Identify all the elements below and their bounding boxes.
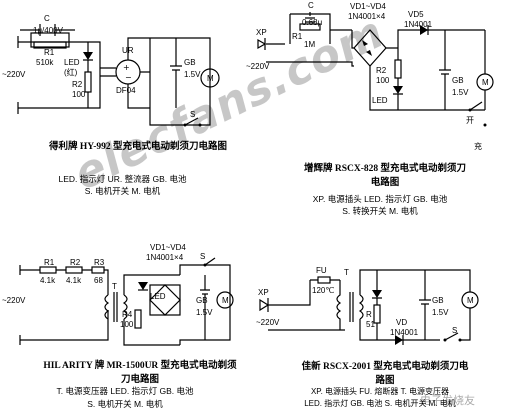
c3-vd-label: VD1~VD4 <box>150 243 186 252</box>
c2-vd5-label: VD5 <box>408 10 424 19</box>
c3-switch-label: S <box>200 252 206 261</box>
c2-r2-label: R2 <box>376 66 387 75</box>
c1-mains-label: ~220V <box>2 70 26 79</box>
c1-legend-2: S. 电机开关 M. 电机 <box>84 186 161 196</box>
circuit1-wiring: + − <box>17 24 220 127</box>
c1-r2-value: 100 <box>72 90 86 99</box>
c4-vd-label: VD <box>396 318 408 327</box>
c1-gb-label: GB <box>184 58 196 67</box>
c2-gb-label: GB <box>452 76 464 85</box>
c3-legend-1: T. 电源变压器 LED. 指示灯 GB. 电池 <box>56 386 194 396</box>
c2-cap-value: 0.68μ <box>302 18 323 27</box>
c2-legend-1: XP. 电源插头 LED. 指示灯 GB. 电池 <box>312 194 448 204</box>
c4-motor-label: M <box>467 296 474 305</box>
c1-ur-label: UR <box>122 46 134 55</box>
c1-red-label: (红) <box>64 68 78 77</box>
c3-title: HIL ARITY 牌 MR-1500UR 型充电式电动剃须刀电路图 <box>43 361 237 385</box>
c4-fu-value: 120℃ <box>312 286 335 295</box>
c1-r1-label: R1 <box>44 48 55 57</box>
c2-vd-label: VD1~VD4 <box>350 2 386 11</box>
c3-r4-value: 100 <box>120 320 134 329</box>
c1-title: 得利牌 HY-992 型充电式电动剃须刀电路图 <box>48 142 228 152</box>
c4-fu-label: FU <box>316 266 327 275</box>
c4-switch-label: S <box>452 326 458 335</box>
c2-vd5-value: 1N4001 <box>404 20 433 29</box>
c3-legend-2: S. 电机开关 M. 电机 <box>87 399 163 409</box>
c1-switch-label: S <box>190 110 196 119</box>
c3-vd-value: 1N4001×4 <box>146 253 184 262</box>
c4-r-value: 51 <box>366 320 375 329</box>
c2-title: 增辉牌 RSCX-828 型充电式电动剃须刀电路图 <box>303 164 467 188</box>
c3-r3-value: 68 <box>94 276 103 285</box>
c1-gb-value: 1.5V <box>184 70 201 79</box>
c1-cap-label: C <box>44 14 50 23</box>
c4-title: 佳新 RSCX-2001 型充电式电动剃须刀电路图 <box>301 362 469 386</box>
c2-chong-label: 充 <box>474 142 482 151</box>
c1-led-label: LED <box>64 58 80 67</box>
c1-motor-label: M <box>207 74 214 83</box>
circuit3-wiring <box>19 257 234 346</box>
c2-gb-value: 1.5V <box>452 88 469 97</box>
c2-r2-value: 100 <box>376 76 390 85</box>
c3-mains-label: ~220V <box>2 296 26 305</box>
c1-bridge-label: DF04 <box>116 86 136 95</box>
c4-xp-label: XP <box>258 288 269 297</box>
circuit4-wiring <box>259 269 479 345</box>
c3-r3-label: R3 <box>94 258 105 267</box>
c2-mains-label: ~220V <box>246 62 270 71</box>
c3-t-label: T <box>112 282 117 291</box>
c2-r1-label: R1 <box>292 32 303 41</box>
c2-r1-value: 1M <box>304 40 316 49</box>
c3-motor-label: M <box>222 296 229 305</box>
c3-r2-label: R2 <box>70 258 81 267</box>
c2-cap-label: C <box>308 1 314 10</box>
c4-gb-label: GB <box>432 296 444 305</box>
circuit2-wiring <box>257 12 494 127</box>
c2-xp-label: XP <box>256 28 267 37</box>
c3-led-label: LED <box>150 292 166 301</box>
c4-r-label: R <box>366 310 372 319</box>
c2-vd-value: 1N4001×4 <box>348 12 386 21</box>
c4-t-label: T <box>344 268 349 277</box>
c1-r2-label: R2 <box>72 80 83 89</box>
c2-legend-2: S. 转换开关 M. 电机 <box>342 206 418 216</box>
c4-mains-label: ~220V <box>256 318 280 327</box>
svg-text:−: − <box>125 73 132 82</box>
svg-text:+: + <box>123 63 130 72</box>
c3-r4-label: R4 <box>122 310 133 319</box>
c3-gb-label: GB <box>196 296 208 305</box>
c1-cap-value: 1μ/400V <box>33 26 63 35</box>
c1-r1-value: 510k <box>36 58 54 67</box>
c2-kai-label: 开 <box>466 116 474 125</box>
c3-r2-value: 4.1k <box>66 276 82 285</box>
c1-legend-1: LED. 指示灯 UR. 整流器 GB. 电池 <box>58 174 187 184</box>
c2-led-label: LED <box>372 96 388 105</box>
c4-vd-value: 1N4001 <box>390 328 419 337</box>
c4-legend-1: XP. 电源插头 FU. 熔断器 T. 电源变压器 <box>310 387 450 396</box>
c3-r1-value: 4.1k <box>40 276 56 285</box>
c4-gb-value: 1.5V <box>432 308 449 317</box>
c3-r1-label: R1 <box>44 258 55 267</box>
c2-motor-label: M <box>482 78 489 87</box>
c4-legend-2: LED. 指示灯 GB. 电池 S. 电机开关 M. 电机 <box>304 399 456 408</box>
corner-watermark: 电子发烧友 <box>420 394 475 407</box>
c3-gb-value: 1.5V <box>196 308 213 317</box>
